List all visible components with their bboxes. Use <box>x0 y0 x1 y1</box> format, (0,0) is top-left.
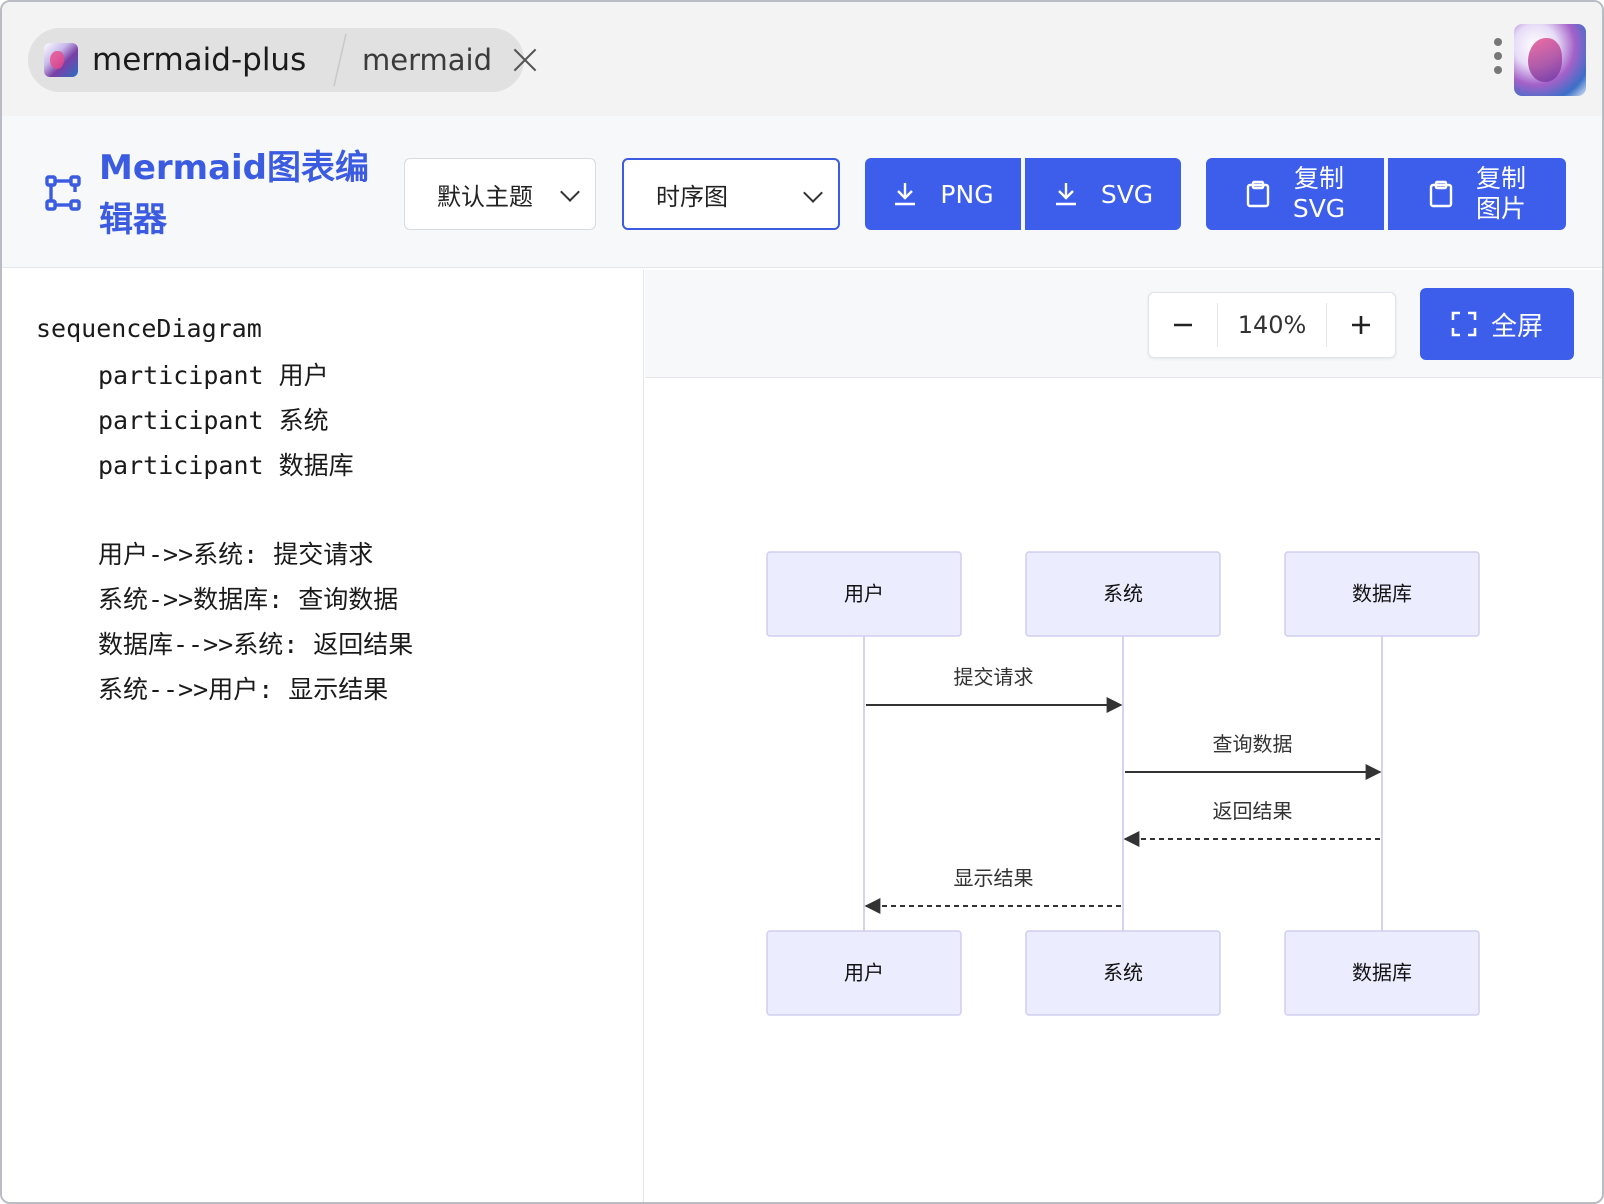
copy-svg-label-2: SVG <box>1292 194 1346 223</box>
actor-box <box>1284 930 1480 1016</box>
diagram-type-select[interactable]: 时序图 <box>622 158 840 230</box>
zoom-out-button[interactable] <box>1149 292 1217 358</box>
chevron-down-icon <box>560 182 580 202</box>
actor-box <box>766 551 962 637</box>
actor-box <box>1025 551 1221 637</box>
download-icon <box>1055 183 1076 206</box>
copy-image-button[interactable]: 复制 图片 <box>1388 158 1566 230</box>
actor-box <box>1284 551 1480 637</box>
zoom-in-button[interactable] <box>1327 292 1395 358</box>
download-png-label: PNG <box>940 179 994 209</box>
message-label: 返回结果 <box>1213 799 1293 823</box>
tab-title: mermaid <box>362 43 492 77</box>
code-line: sequenceDiagram <box>36 314 262 343</box>
tab-mermaid-plus[interactable]: mermaid-plus <box>28 28 328 92</box>
chevron-down-icon <box>803 183 823 203</box>
clipboard-icon <box>1429 180 1453 208</box>
fullscreen-label: 全屏 <box>1490 311 1543 342</box>
favicon-icon <box>44 43 78 77</box>
diagram-type-value: 时序图 <box>656 182 728 211</box>
code-line: 数据库-->>系统: 返回结果 <box>98 629 414 659</box>
download-svg-button[interactable]: SVG <box>1025 158 1181 230</box>
app-title: Mermaid图表编辑器 <box>99 148 370 240</box>
actor-label: 用户 <box>844 961 884 985</box>
theme-select-value: 默认主题 <box>437 182 533 211</box>
download-png-button[interactable]: PNG <box>865 158 1021 230</box>
copy-svg-button[interactable]: 复制 SVG <box>1206 158 1384 230</box>
actor-label: 用户 <box>844 582 884 606</box>
theme-select[interactable]: 默认主题 <box>404 158 596 230</box>
message: 返回结果 <box>1123 799 1380 847</box>
code-line: participant 用户 <box>98 360 329 390</box>
actor-top: 数据库 <box>1284 551 1480 637</box>
fullscreen-button[interactable]: 全屏 <box>1420 288 1574 360</box>
close-icon[interactable] <box>512 47 538 73</box>
actor-bottom: 数据库 <box>1284 930 1480 1016</box>
fullscreen-icon <box>1451 311 1477 337</box>
actor-label: 数据库 <box>1352 961 1412 985</box>
clipboard-icon <box>1246 180 1270 208</box>
diagram-nodes-icon <box>45 175 81 211</box>
tab-title: mermaid-plus <box>92 42 307 78</box>
app-logo <box>1514 24 1586 96</box>
actor-bottom: 用户 <box>766 930 962 1016</box>
download-icon <box>895 183 916 206</box>
tab-separator <box>333 33 347 87</box>
code-line: 用户->>系统: 提交请求 <box>98 539 374 569</box>
copy-image-label-1: 复制 <box>1475 164 1526 193</box>
message: 提交请求 <box>866 665 1123 713</box>
actor-label: 系统 <box>1103 961 1143 985</box>
zoom-control: 140% <box>1148 292 1396 358</box>
sequence-diagram: 用户系统数据库 用户系统数据库 提交请求查询数据返回结果显示结果 <box>766 551 1480 1016</box>
code-line: 系统-->>用户: 显示结果 <box>98 674 389 704</box>
minus-icon <box>1174 323 1192 327</box>
message: 查询数据 <box>1125 732 1382 780</box>
actor-box <box>766 930 962 1016</box>
actor-top: 系统 <box>1025 551 1221 637</box>
zoom-level: 140% <box>1217 303 1327 347</box>
message-label: 查询数据 <box>1213 732 1293 756</box>
actor-top: 用户 <box>766 551 962 637</box>
code-line <box>36 486 643 530</box>
more-options-icon[interactable] <box>1492 38 1504 80</box>
actor-box <box>1025 930 1221 1016</box>
title-bar: mermaid-plus mermaid <box>2 2 1602 116</box>
tab-strip: mermaid-plus mermaid <box>28 28 524 92</box>
message: 显示结果 <box>864 866 1121 914</box>
plus-icon <box>1352 316 1370 334</box>
code-editor[interactable]: sequenceDiagram participant 用户 participa… <box>2 270 644 1202</box>
copy-image-label-2: 图片 <box>1475 194 1526 223</box>
code-line: 系统->>数据库: 查询数据 <box>98 584 399 614</box>
actor-bottom: 系统 <box>1025 930 1221 1016</box>
tab-mermaid[interactable]: mermaid <box>348 28 538 92</box>
download-svg-label: SVG <box>1100 179 1154 209</box>
message-label: 显示结果 <box>954 866 1034 890</box>
copy-svg-label-1: 复制 <box>1293 164 1344 193</box>
code-line: participant 数据库 <box>98 450 354 480</box>
code-line: participant 系统 <box>98 405 329 435</box>
actor-label: 系统 <box>1103 582 1143 606</box>
actor-label: 数据库 <box>1352 582 1412 606</box>
message-label: 提交请求 <box>954 665 1034 689</box>
